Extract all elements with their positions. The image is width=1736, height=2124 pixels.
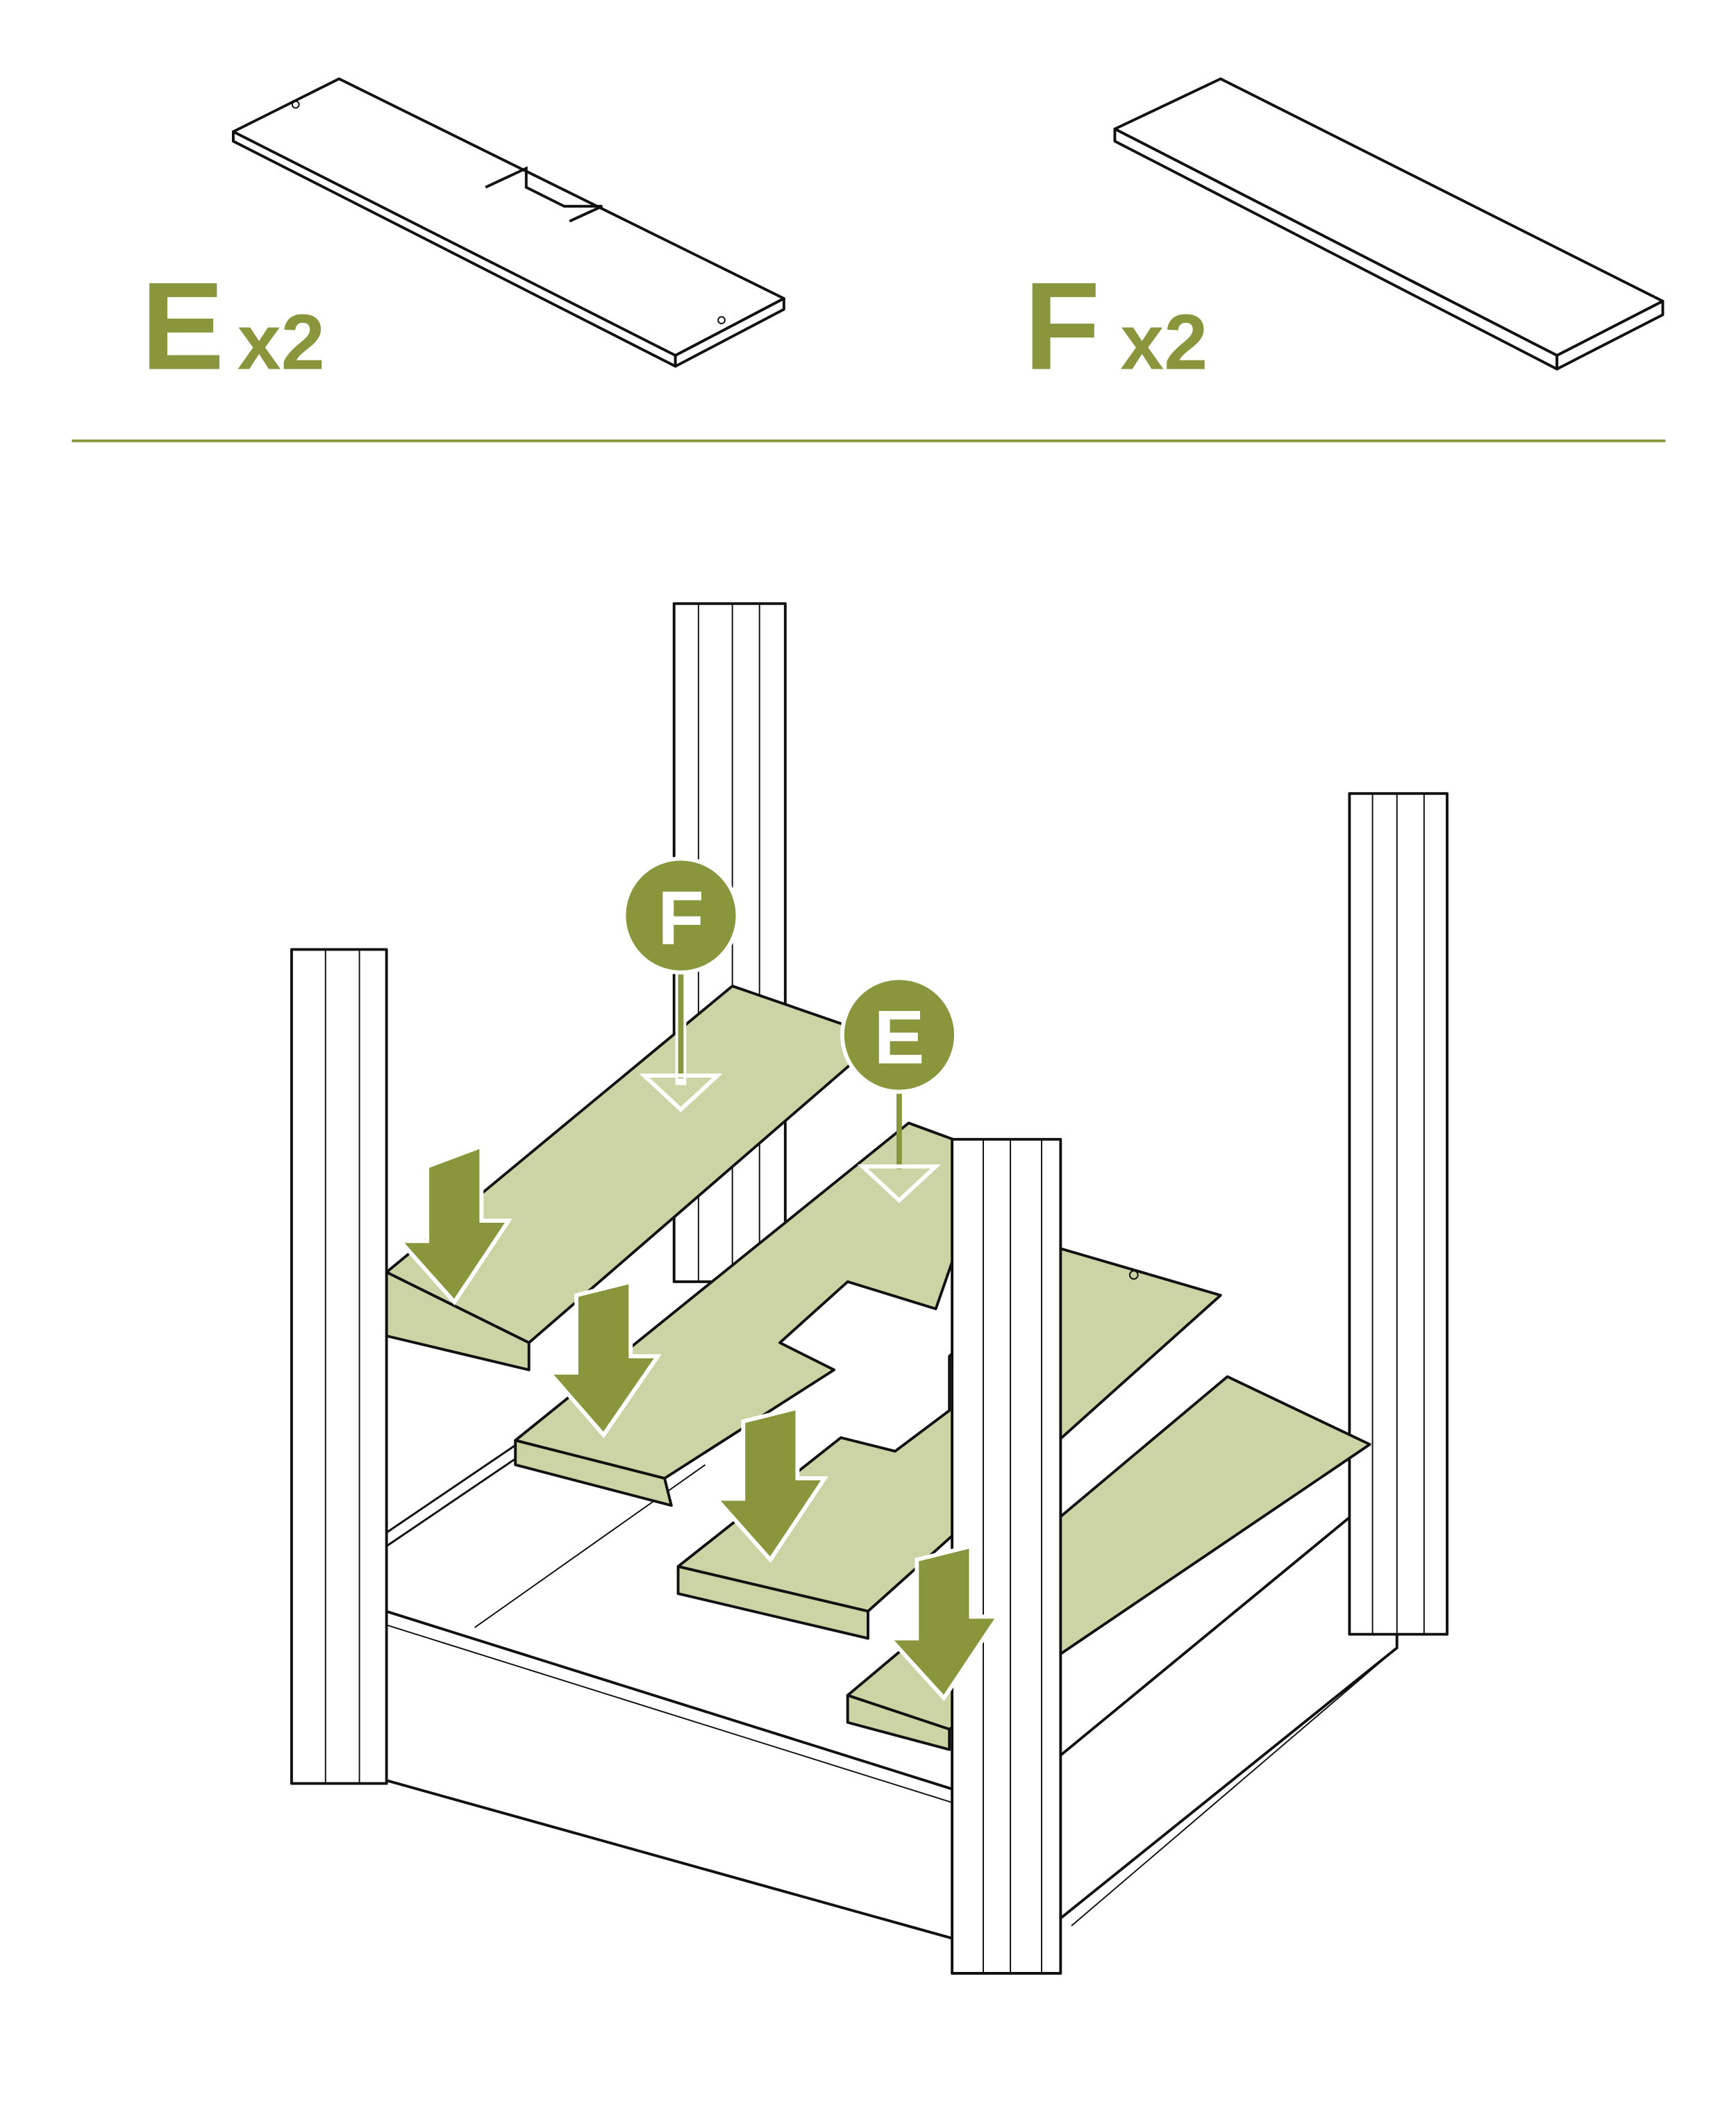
part-f-board: [1113, 77, 1664, 371]
leg-front: [951, 1137, 1062, 1975]
down-arrow-icon: [395, 1143, 512, 1305]
callout-f-label: F: [658, 876, 704, 961]
callout-e-label: E: [874, 995, 924, 1080]
leg-right: [1348, 792, 1449, 1636]
down-arrow-icon: [711, 1405, 828, 1564]
part-e-quantity: x2: [237, 298, 325, 386]
down-arrow-icon: [544, 1279, 662, 1439]
part-f-quantity: x2: [1120, 298, 1208, 386]
frame: [372, 1260, 1399, 1941]
part-e-board: [231, 77, 785, 368]
part-e-letter: E: [141, 256, 224, 396]
down-arrow-icon: [885, 1544, 1002, 1702]
part-f-letter: F: [1024, 256, 1101, 396]
leg-left: [290, 948, 388, 1785]
callout-f: F: [621, 856, 740, 1112]
callout-e: E: [840, 976, 958, 1203]
